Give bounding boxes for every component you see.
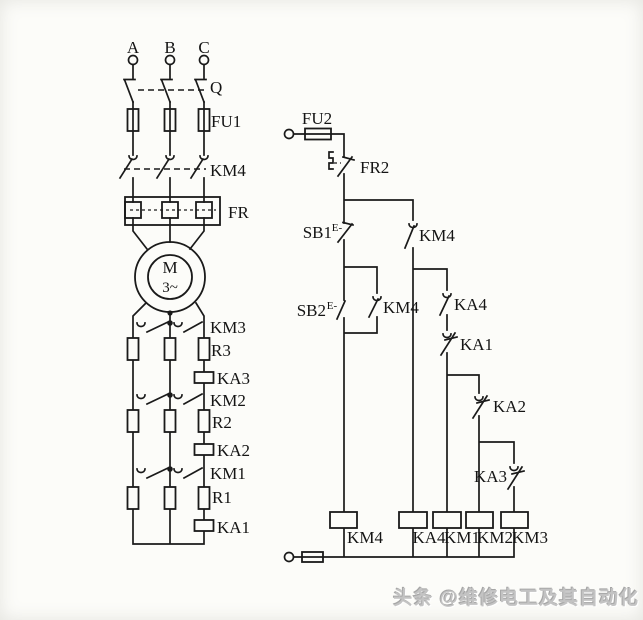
- seal-in-contact-km4-symbol: KM4: [367, 296, 419, 319]
- overload-contact-fr2-symbol: FR2: [328, 151, 389, 178]
- resistor-r2-label: R2: [212, 413, 232, 432]
- ka1-contact-label: KA1: [460, 335, 493, 354]
- resistor-r2-symbol: [163, 409, 177, 433]
- switch-q-label: Q: [210, 78, 222, 97]
- km4-aux-contact-label: KM4: [419, 226, 455, 245]
- resistor-r2-symbol: [126, 409, 140, 433]
- terminal-control-top: [283, 128, 295, 140]
- control-wires: [292, 133, 515, 558]
- start-button-sb2-symbol: SB2 E-: [297, 299, 347, 321]
- coil-km3: KM3: [500, 511, 548, 547]
- coil-km3-symbol: [500, 511, 529, 529]
- stage3-group: KM3 R3 KA3: [126, 318, 250, 388]
- switch-q-symbol: Q: [123, 78, 222, 104]
- ka3-contact-label: KA3: [474, 467, 507, 486]
- km4-aux-contact-symbol: KM4: [403, 223, 455, 250]
- junction-dot: [167, 320, 173, 326]
- motor-letter: M: [162, 258, 177, 277]
- coil-km2-label: KM2: [477, 528, 513, 547]
- stage2-group: KM2 R2 KA2: [126, 391, 250, 460]
- phase-b-label: B: [164, 38, 175, 57]
- junction-dot: [167, 466, 173, 472]
- contactor-km4-main-symbol: KM4: [118, 155, 246, 180]
- resistor-r1-symbol: [126, 486, 140, 510]
- seal-in-contact-km4-label: KM4: [383, 298, 419, 317]
- phase-a-label: A: [127, 38, 140, 57]
- terminal-phase-b: [164, 54, 176, 66]
- contactor-km3-label: KM3: [210, 318, 246, 337]
- contactor-km2-label: KM2: [210, 391, 246, 410]
- coil-km4-label: KM4: [347, 528, 383, 547]
- power-wires: [132, 63, 205, 545]
- resistor-r1-label: R1: [212, 488, 232, 507]
- resistor-r1-symbol: [197, 486, 211, 510]
- coil-km3-label: KM3: [512, 528, 548, 547]
- fuse-fu1-label: FU1: [211, 112, 241, 131]
- overload-relay-fr-symbol: FR: [124, 196, 249, 226]
- coil-km2-symbol: [465, 511, 494, 529]
- fuse-fu1-symbol: FU1: [126, 108, 241, 132]
- resistor-r3-symbol: [126, 337, 140, 361]
- coil-ka4: KA4: [398, 511, 446, 547]
- coil-ka4-symbol: [398, 511, 428, 529]
- fuse-fu2-label: FU2: [302, 109, 332, 128]
- overload-relay-fr-label: FR: [228, 203, 249, 222]
- control-circuit: FU2 FR2 SB1 E- SB2 E- KM4 KM4: [283, 109, 548, 563]
- resistor-r3-label: R3: [211, 341, 231, 360]
- motor-phase-label: 3~: [162, 280, 178, 296]
- terminal-phase-c: [198, 54, 210, 66]
- relay-ka1-coil-symbol: [193, 519, 215, 532]
- ka3-contact-symbol: KA3: [474, 465, 526, 491]
- coil-km2: KM2: [465, 511, 513, 547]
- ka2-contact-label: KA2: [493, 397, 526, 416]
- overload-contact-fr2-label: FR2: [360, 158, 389, 177]
- coil-km1-symbol: [432, 511, 462, 529]
- coil-km1-label: KM1: [444, 528, 480, 547]
- coil-km4: KM4: [329, 511, 383, 547]
- sb1-actuator-glyph: E-: [332, 222, 343, 234]
- start-button-sb2-label: SB2: [297, 301, 326, 320]
- contactor-km1-label: KM1: [210, 464, 246, 483]
- motor-symbol: M 3~: [134, 241, 206, 316]
- relay-ka2-coil-symbol: [193, 443, 215, 456]
- junction-dot: [167, 310, 173, 316]
- terminal-control-bottom: [283, 551, 295, 563]
- relay-ka3-label: KA3: [217, 369, 250, 388]
- fuse-fu2-symbol: FU2: [302, 109, 332, 141]
- resistor-r1-symbol: [163, 486, 177, 510]
- phase-c-label: C: [198, 38, 209, 57]
- power-circuit: A B C Q FU1 KM4: [118, 38, 250, 545]
- relay-ka1-label: KA1: [217, 518, 250, 537]
- ka1-contact-symbol: KA1: [439, 331, 493, 357]
- resistor-r2-symbol: [197, 409, 211, 433]
- ka4-contact-symbol: KA4: [438, 293, 488, 317]
- coil-km1: KM1: [432, 511, 480, 547]
- resistor-r3-symbol: [197, 337, 211, 361]
- stage1-group: KM1 R1 KA1: [126, 464, 250, 537]
- stop-button-sb1-label: SB1: [303, 223, 332, 242]
- ka2-contact-symbol: KA2: [471, 394, 526, 420]
- junction-dot: [167, 392, 173, 398]
- contactor-km4-main-label: KM4: [210, 161, 246, 180]
- resistor-r3-symbol: [163, 337, 177, 361]
- ka4-contact-label: KA4: [454, 295, 488, 314]
- relay-ka2-label: KA2: [217, 441, 250, 460]
- terminal-phase-a: [127, 54, 139, 66]
- sb2-actuator-glyph: E-: [327, 300, 338, 312]
- coil-km4-symbol: [329, 511, 358, 529]
- stop-button-sb1-symbol: SB1 E-: [303, 221, 355, 244]
- coil-ka4-label: KA4: [412, 528, 446, 547]
- relay-ka3-coil-symbol: [193, 371, 215, 384]
- bottom-fuse-symbol: [301, 551, 324, 563]
